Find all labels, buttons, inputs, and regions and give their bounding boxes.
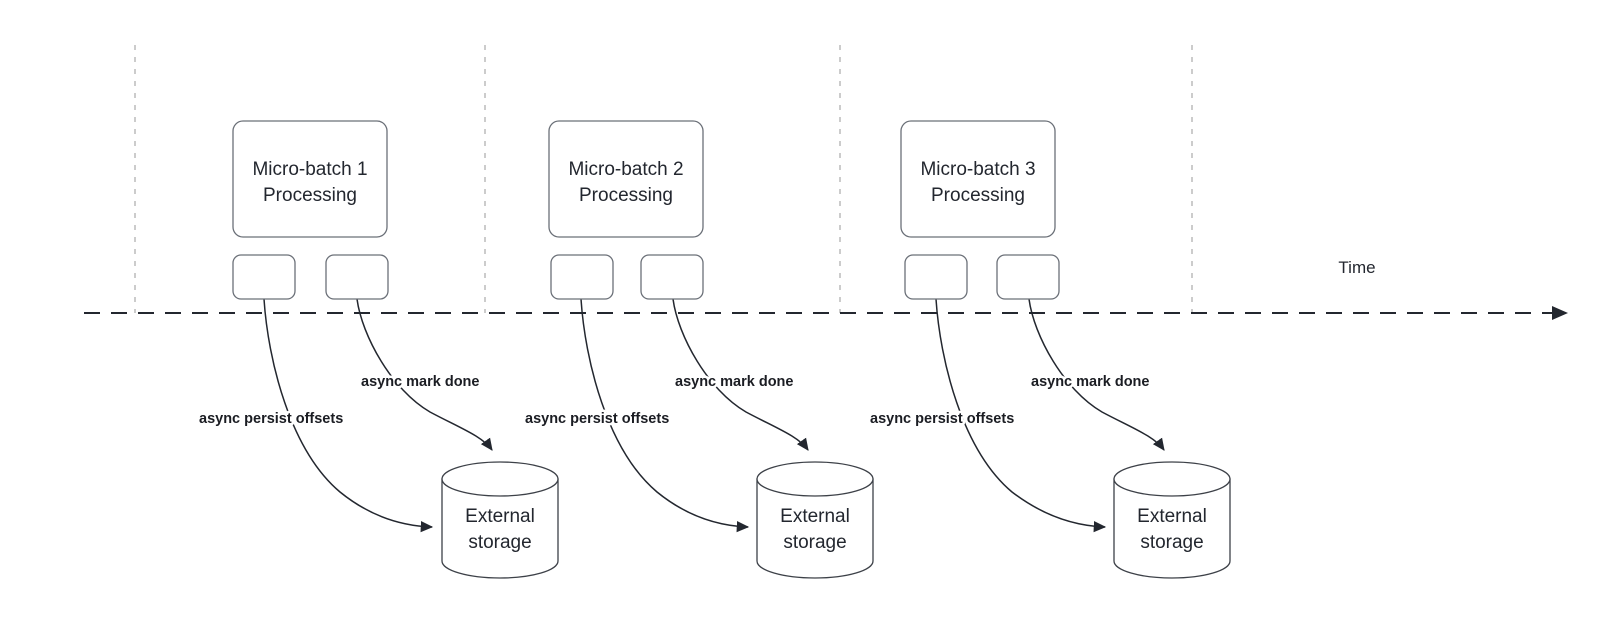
external-storage-2-line2: storage: [783, 532, 846, 553]
micro-batch-2-box-line2: Processing: [579, 185, 673, 206]
micro-batch-3-task-left[interactable]: [904, 254, 968, 300]
micro-batch-3-task-right[interactable]: [996, 254, 1060, 300]
async-persist-offsets-3-label-halo: async persist offsets: [870, 411, 1014, 427]
external-storage-2-line1: External: [780, 506, 850, 527]
external-storage-3-top[interactable]: [1113, 461, 1231, 497]
async-mark-done-1-label-halo: async mark done: [361, 374, 479, 390]
async-mark-done-3-arrow: [1028, 298, 1165, 451]
async-mark-done-1-arrow: [356, 298, 493, 451]
edges-layer: [263, 298, 1165, 533]
async-persist-offsets-2-label: async persist offsets: [525, 411, 669, 427]
micro-batch-1-box-line2: Processing: [263, 185, 357, 206]
external-storage-1-line1: External: [465, 506, 535, 527]
external-storage-1-line2: storage: [468, 532, 531, 553]
micro-batch-1-task-left[interactable]: [232, 254, 296, 300]
external-storage-2-body[interactable]: [756, 478, 874, 579]
micro-batch-1-box[interactable]: [232, 120, 388, 238]
async-mark-done-3-label-halo: async mark done: [1031, 374, 1149, 390]
edge-labels-layer: async persist offsets async persist offse…: [197, 372, 1152, 430]
async-mark-done-2-label-halo: async mark done: [675, 374, 793, 390]
separators-layer: [134, 45, 1193, 313]
async-mark-done-3-label: async mark done: [1031, 374, 1149, 390]
micro-batch-3-box[interactable]: [900, 120, 1056, 238]
external-storage-2-top[interactable]: [756, 461, 874, 497]
timeline-layer: Time: [84, 258, 1568, 320]
time-axis-label: Time: [1338, 258, 1375, 277]
micro-batch-2-box[interactable]: [548, 120, 704, 238]
micro-batch-2-task-left[interactable]: [550, 254, 614, 300]
micro-batch-1-task-right[interactable]: [325, 254, 389, 300]
micro-batch-2-task-right[interactable]: [640, 254, 704, 300]
external-storage-3-line1: External: [1137, 506, 1207, 527]
async-persist-offsets-3-arrow: [935, 298, 1107, 533]
external-storage-1-body[interactable]: [441, 478, 559, 579]
external-storage-1-top[interactable]: [441, 461, 559, 497]
external-storage-3-body[interactable]: [1113, 478, 1231, 579]
micro-batch-2-box-line1: Micro-batch 2: [568, 159, 683, 180]
async-persist-offsets-2-arrow: [580, 298, 750, 533]
async-mark-done-1-label: async mark done: [361, 374, 479, 390]
async-persist-offsets-1-label-halo: async persist offsets: [199, 411, 343, 427]
async-persist-offsets-3-label: async persist offsets: [870, 411, 1014, 427]
async-persist-offsets-1-arrow: [263, 298, 434, 533]
async-persist-offsets-2-label-halo: async persist offsets: [525, 411, 669, 427]
external-storage-3-line2: storage: [1140, 532, 1203, 553]
async-mark-done-2-arrow: [672, 298, 809, 451]
timeline-arrowhead: [1552, 306, 1568, 320]
async-mark-done-2-label: async mark done: [675, 374, 793, 390]
async-persist-offsets-1-label: async persist offsets: [199, 411, 343, 427]
micro-batch-1-box-line1: Micro-batch 1: [252, 159, 367, 180]
micro-batch-3-box-line1: Micro-batch 3: [920, 159, 1035, 180]
micro-batch-3-box-line2: Processing: [931, 185, 1025, 206]
